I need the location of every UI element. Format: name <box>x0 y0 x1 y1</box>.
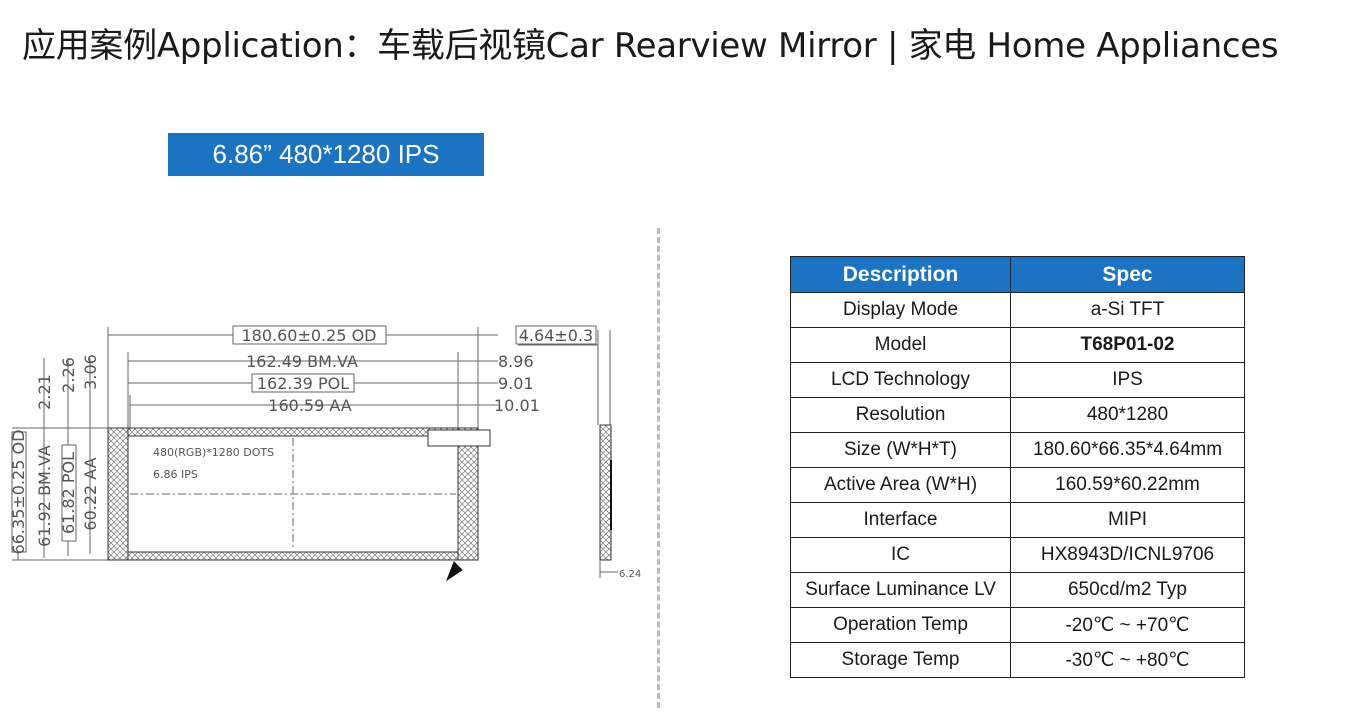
dim-thickness: 4.64±0.3 <box>519 326 593 345</box>
dim-aa: 160.59 AA <box>268 396 351 415</box>
row-desc: Surface Luminance LV <box>790 572 1011 608</box>
row-spec: 180.60*66.35*4.64mm <box>1010 432 1245 468</box>
dim-h-od: 66.35±0.25 OD <box>9 430 28 555</box>
dots-label: 480(RGB)*1280 DOTS <box>153 446 274 459</box>
dim-r2: 9.01 <box>498 374 534 393</box>
page-title: 应用案例Application：车载后视镜Car Rearview Mirror… <box>22 26 1279 66</box>
table-row: Operation Temp-20℃ ~ +70℃ <box>790 607 1245 643</box>
row-desc: Active Area (W*H) <box>790 467 1011 503</box>
product-badge: 6.86” 480*1280 IPS <box>168 133 484 176</box>
row-desc: Model <box>790 327 1011 363</box>
dim-r1: 8.96 <box>498 352 534 371</box>
row-spec: a-Si TFT <box>1010 292 1245 328</box>
dim-t1: 2.21 <box>35 374 54 410</box>
dim-t2: 2.26 <box>59 357 78 393</box>
dim-side-small: 6.24 <box>619 569 641 580</box>
dim-h-pol: 61.82 POL <box>59 452 78 534</box>
dim-h-aa: 60.22 AA <box>81 457 100 530</box>
header-spec: Spec <box>1010 256 1245 293</box>
row-desc: Resolution <box>790 397 1011 433</box>
row-spec: MIPI <box>1010 502 1245 538</box>
table-row: Size (W*H*T)180.60*66.35*4.64mm <box>790 432 1245 468</box>
row-desc: Storage Temp <box>790 642 1011 678</box>
dim-pol: 162.39 POL <box>257 374 349 393</box>
table-row: Storage Temp-30℃ ~ +80℃ <box>790 642 1245 678</box>
dim-t3: 3.06 <box>81 354 100 390</box>
row-spec: 480*1280 <box>1010 397 1245 433</box>
row-spec: -20℃ ~ +70℃ <box>1010 607 1245 643</box>
row-spec: T68P01-02 <box>1010 327 1245 363</box>
dim-bm-va: 162.49 BM.VA <box>246 352 358 371</box>
row-spec: 160.59*60.22mm <box>1010 467 1245 503</box>
row-desc: Interface <box>790 502 1011 538</box>
size-label: 6.86 IPS <box>153 468 198 481</box>
row-desc: LCD Technology <box>790 362 1011 398</box>
row-spec: -30℃ ~ +80℃ <box>1010 642 1245 678</box>
row-spec: HX8943D/ICNL9706 <box>1010 537 1245 573</box>
table-row: Active Area (W*H)160.59*60.22mm <box>790 467 1245 503</box>
dim-h-bm: 61.92 BM.VA <box>35 445 54 547</box>
dim-od-width: 180.60±0.25 OD <box>241 326 376 345</box>
dim-r3: 10.01 <box>494 396 540 415</box>
row-desc: Display Mode <box>790 292 1011 328</box>
row-desc: Size (W*H*T) <box>790 432 1011 468</box>
row-spec: IPS <box>1010 362 1245 398</box>
row-desc: IC <box>790 537 1011 573</box>
section-divider <box>657 228 660 708</box>
row-spec: 650cd/m2 Typ <box>1010 572 1245 608</box>
row-desc: Operation Temp <box>790 607 1011 643</box>
header-description: Description <box>790 256 1011 293</box>
mechanical-drawing: 180.60±0.25 OD 4.64±0.3 162.49 BM.VA 162… <box>9 325 641 582</box>
